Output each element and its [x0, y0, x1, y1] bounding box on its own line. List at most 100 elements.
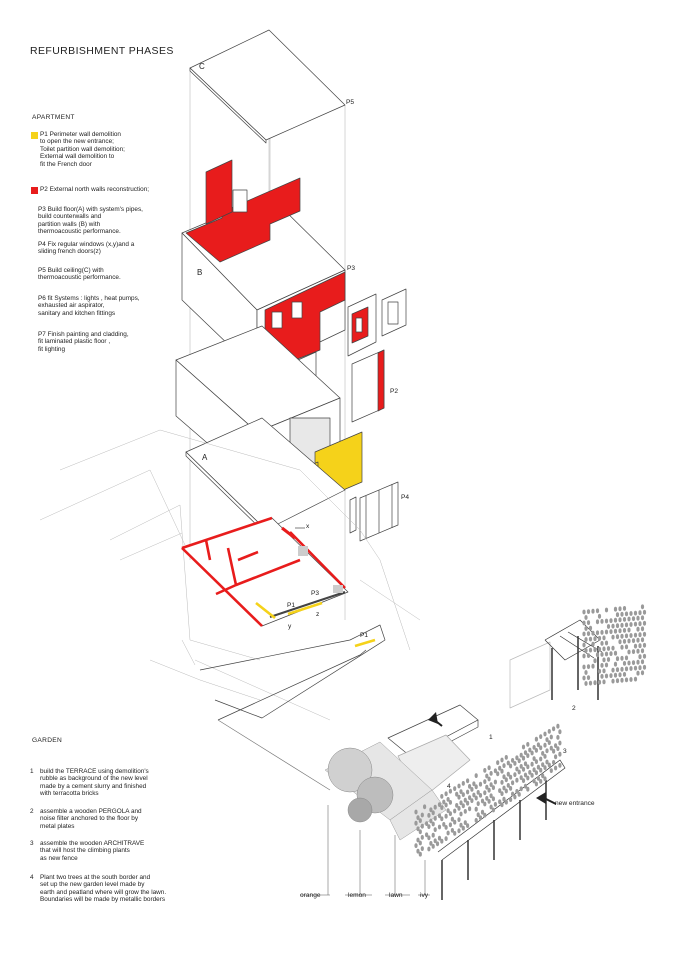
leaf-mark [492, 796, 495, 801]
leaf-mark [488, 799, 491, 804]
leaf-mark [614, 673, 617, 678]
leaf-mark [632, 649, 635, 654]
leaf-mark [543, 776, 546, 781]
label-new-entrance: new entrance [555, 800, 595, 807]
leaf-mark [539, 734, 542, 739]
leaf-mark [488, 777, 491, 782]
leaf-mark [488, 788, 491, 793]
leaf-mark [605, 619, 608, 624]
leaf-mark [432, 822, 435, 827]
label-1: 1 [489, 734, 493, 741]
leaf-mark [611, 635, 614, 640]
leaf-mark [468, 806, 471, 811]
leaf-mark [623, 628, 626, 633]
leaf-mark [636, 649, 639, 654]
leaf-mark [432, 810, 435, 815]
apartment-plan [182, 518, 348, 626]
leaf-mark [548, 763, 551, 768]
leaf-mark [462, 781, 465, 786]
leaf-mark [558, 741, 561, 746]
leaf-mark [449, 822, 452, 827]
leaf-mark [445, 791, 448, 796]
leaf-mark [618, 628, 621, 633]
leaf-mark [641, 659, 644, 664]
leaf-mark [582, 665, 585, 670]
leaf-mark [625, 667, 628, 672]
leaf-mark [548, 729, 551, 734]
leaf-mark [587, 675, 590, 680]
leaf-mark [593, 658, 596, 663]
leaf-mark [475, 818, 478, 823]
leaf-mark [607, 646, 610, 651]
leaf-mark [475, 784, 478, 789]
leaf-mark [623, 661, 626, 666]
leaf-mark [427, 813, 430, 818]
leaf-mark [641, 648, 644, 653]
leaf-mark [591, 664, 594, 669]
leaf-mark [602, 658, 605, 663]
leaf-mark [438, 825, 441, 830]
leaf-mark [632, 616, 635, 621]
leaf-mark [462, 826, 465, 831]
leaf-mark [607, 624, 610, 629]
leaf-mark [605, 663, 608, 668]
leaf-mark [552, 749, 555, 754]
label-orange: orange [300, 892, 321, 899]
leaf-mark [522, 767, 525, 772]
leaf-mark [587, 609, 590, 614]
leaf-mark [427, 835, 430, 840]
leaf-mark [440, 794, 443, 799]
leaf-mark [620, 667, 623, 672]
leaf-mark [470, 798, 473, 803]
leaf-mark [609, 651, 612, 656]
leaf-mark [636, 638, 639, 643]
leaf-mark [513, 761, 516, 766]
leaf-mark [535, 737, 538, 742]
leaf-mark [421, 846, 424, 851]
leaf-mark [620, 645, 623, 650]
leaf-mark [623, 617, 626, 622]
leaf-mark [602, 669, 605, 674]
leaf-mark [552, 726, 555, 731]
leaf-mark [636, 627, 639, 632]
leaf-mark [634, 644, 637, 649]
leaf-mark [447, 831, 450, 836]
leaf-mark [479, 793, 482, 798]
leaf-mark [453, 786, 456, 791]
leaf-mark [584, 626, 587, 631]
leaf-mark [464, 809, 467, 814]
leaf-mark [511, 780, 514, 785]
leaf-mark [550, 735, 553, 740]
leaf-mark [432, 844, 435, 849]
leaf-mark [611, 668, 614, 673]
leaf-mark [419, 852, 422, 857]
leaf-mark [449, 811, 452, 816]
leaf-mark [518, 758, 521, 763]
leaf-mark [584, 637, 587, 642]
leaf-mark [502, 763, 505, 768]
leaf-mark [459, 812, 462, 817]
leaf-mark [634, 677, 637, 682]
leaf-mark [584, 681, 587, 686]
leaf-mark [509, 786, 512, 791]
leaf-mark [616, 623, 619, 628]
leaf-mark [638, 643, 641, 648]
leaf-mark [641, 626, 644, 631]
leaf-mark [609, 618, 612, 623]
label-x: x [306, 523, 309, 530]
leaf-mark [520, 786, 523, 791]
leaf-mark [582, 610, 585, 615]
leaf-mark [596, 652, 599, 657]
leaf-mark [550, 768, 553, 773]
leaf-mark [475, 807, 478, 812]
label-3: 3 [563, 748, 567, 755]
label-p5: P5 [346, 99, 354, 106]
leaf-mark [492, 785, 495, 790]
leaf-mark [627, 628, 630, 633]
leaf-mark [494, 802, 497, 807]
leaf-mark [584, 670, 587, 675]
leaf-mark [625, 656, 628, 661]
leaf-mark [440, 816, 443, 821]
leaf-mark [556, 724, 559, 729]
